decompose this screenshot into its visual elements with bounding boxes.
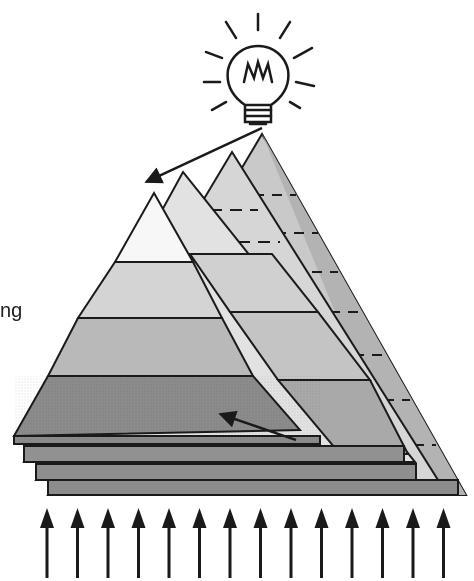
up-arrow-icon [223,508,237,578]
up-arrow-icon [40,508,54,578]
band-3 [48,318,253,376]
up-arrow-icon [437,508,451,578]
up-arrow-icon [345,508,359,578]
up-arrow-icon [376,508,390,578]
lightbulb-icon [204,14,314,124]
up-arrow-icon [406,508,420,578]
up-arrow-icon [101,508,115,578]
up-arrow-icon [132,508,146,578]
up-arrow-icon [193,508,207,578]
up-arrow-icon [284,508,298,578]
up-arrow-icon [162,508,176,578]
up-arrow-icon [254,508,268,578]
up-arrow-icon [315,508,329,578]
up-arrow-icon [71,508,85,578]
input-arrows [40,508,451,578]
